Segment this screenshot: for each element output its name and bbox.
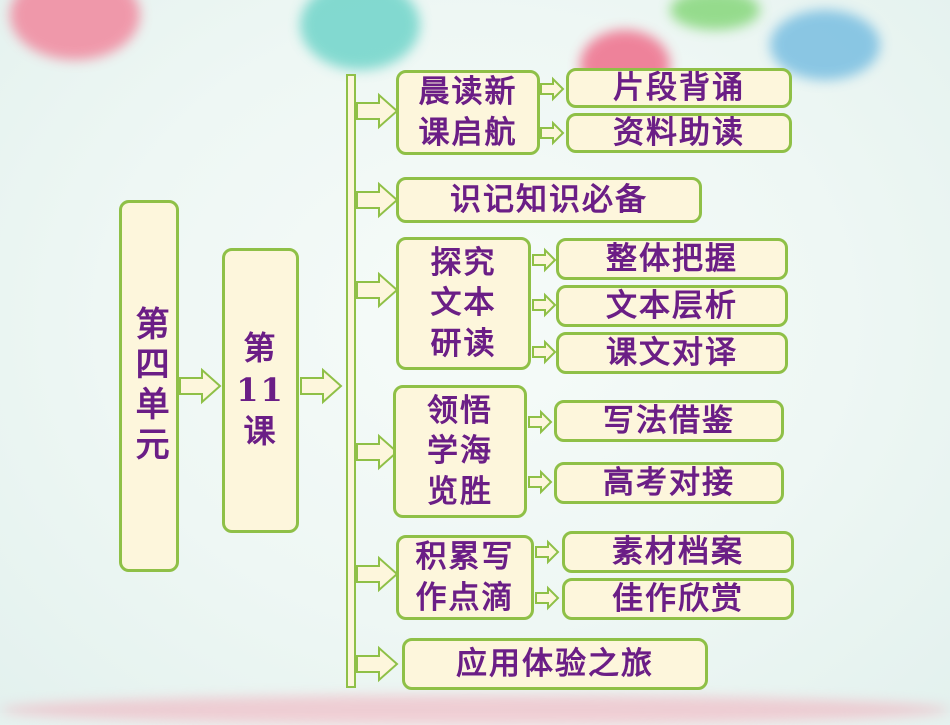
arrow-to-section-5 [356, 557, 398, 591]
arrow-to-section-2 [356, 183, 398, 217]
arrow-to-section-3 [356, 273, 398, 307]
section-1-title: 晨读新 课启航 [396, 70, 540, 155]
section-5-title: 积累写 作点滴 [396, 535, 534, 620]
section-4-item-1: 写法借鉴 [554, 400, 784, 442]
section-5-item-2: 佳作欣赏 [562, 578, 794, 620]
lesson-box: 第 11 课 [222, 248, 299, 533]
section-5-item-1: 素材档案 [562, 531, 794, 573]
arrow-to-section-1 [356, 94, 398, 128]
arrow-to-item-1-2 [540, 122, 564, 144]
arrow-to-item-3-2 [532, 294, 556, 316]
arrow-unit-to-lesson [179, 369, 221, 403]
arrow-to-section-4 [356, 435, 398, 469]
arrow-lesson-to-bar [300, 369, 342, 403]
arrow-to-item-4-1 [528, 411, 552, 433]
arrow-to-item-5-2 [535, 587, 559, 609]
section-4-title: 领悟 学海 览胜 [393, 385, 527, 518]
main-vertical-bar [346, 74, 356, 688]
arrow-to-item-1-1 [540, 78, 564, 100]
arrow-to-item-4-2 [528, 471, 552, 493]
section-2-title: 识记知识必备 [396, 177, 702, 223]
decor-candy-blue [770, 10, 880, 80]
arrow-to-section-6 [356, 647, 398, 681]
section-3-title: 探究 文本 研读 [396, 237, 531, 370]
arrow-to-item-3-1 [532, 249, 556, 271]
arrow-to-item-5-1 [535, 541, 559, 563]
section-1-item-1: 片段背诵 [566, 68, 792, 108]
section-3-item-2: 文本层析 [556, 285, 788, 327]
unit-box: 第四单元 [119, 200, 179, 572]
section-4-item-2: 高考对接 [554, 462, 784, 504]
arrow-to-item-3-3 [532, 341, 556, 363]
section-3-item-3: 课文对译 [556, 332, 788, 374]
section-1-item-2: 资料助读 [566, 113, 792, 153]
decor-candy-teal [300, 0, 420, 70]
section-6-title: 应用体验之旅 [402, 638, 708, 690]
section-3-item-1: 整体把握 [556, 238, 788, 280]
